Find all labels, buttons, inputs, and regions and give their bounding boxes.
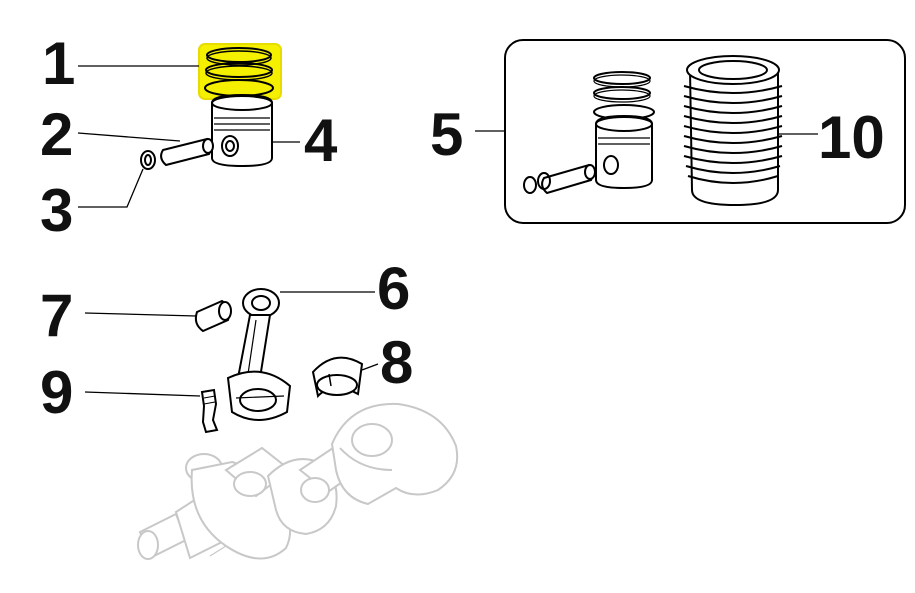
- piston-pin[interactable]: [160, 137, 214, 167]
- callout-6: 6: [377, 255, 410, 322]
- crankshaft: [137, 402, 459, 560]
- callout-9: 9: [40, 359, 73, 426]
- small-end-bush[interactable]: [194, 299, 232, 333]
- callout-2: 2: [40, 101, 73, 168]
- kit-piston[interactable]: [595, 114, 653, 190]
- callout-7: 7: [40, 282, 73, 349]
- callout-1: 1: [42, 30, 75, 97]
- kit-piston-pin[interactable]: [541, 163, 596, 195]
- piston-rings[interactable]: [198, 43, 282, 100]
- kit-circlips[interactable]: [523, 172, 551, 194]
- callout-8: 8: [380, 329, 413, 396]
- callout-numbers: 1 2 3 4 5 10 6 7 8 9: [40, 30, 885, 426]
- cylinder-barrel[interactable]: [683, 55, 783, 207]
- big-end-bearing-shells[interactable]: [311, 356, 364, 399]
- leader-lines-piston: [77, 65, 300, 208]
- callout-3: 3: [40, 177, 73, 244]
- circlip[interactable]: [140, 150, 156, 170]
- piston[interactable]: [211, 93, 273, 168]
- callout-4: 4: [304, 107, 338, 174]
- leader-lines-rod: [84, 291, 379, 397]
- kit-piston-rings[interactable]: [593, 71, 655, 120]
- connecting-rod[interactable]: [226, 288, 292, 421]
- kit-box: [475, 39, 906, 224]
- callout-5: 5: [430, 101, 463, 168]
- callout-10: 10: [818, 104, 885, 171]
- rod-bolt[interactable]: [200, 388, 219, 434]
